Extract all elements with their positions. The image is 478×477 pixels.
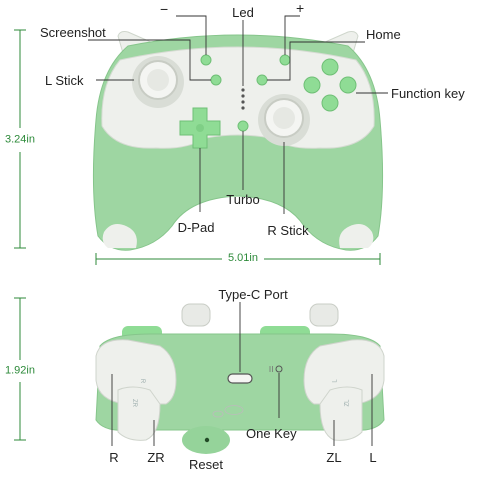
one-key-button [275,365,283,373]
reset-outline-2 [224,405,244,415]
function-key-label: Function key [391,86,465,101]
turbo-label: Turbo [226,192,260,207]
led-3 [241,100,245,104]
type-c-port [227,373,253,384]
reset-label: Reset [189,457,223,472]
depth-dimension: 1.92in [5,364,35,377]
face-button-left [303,76,321,94]
reset-outline-1 [212,410,224,418]
leader-screenshot [88,39,211,81]
l-stick-label: L Stick [45,73,84,88]
zl-label: ZL [326,450,342,465]
right-shoulder-shell [95,339,177,405]
led-2 [241,94,245,98]
leader-minus [176,15,207,55]
face-button-bottom [321,94,339,112]
minus-button [200,54,212,66]
face-button-top [321,58,339,76]
l-label: L [369,450,377,465]
plus-label: + [296,0,305,16]
top-leader-lines [111,302,373,446]
one-key-label: One Key [246,426,297,441]
zr-trigger [117,386,161,441]
r-label: R [109,450,119,465]
zr-label: ZR [147,450,165,465]
d-pad-center [196,124,204,132]
screenshot-label: Screenshot [40,25,106,40]
home-button [256,74,268,86]
trigger-glyph-zr: ZR [131,399,137,407]
left-stick-dimple [147,69,169,91]
led-4 [241,106,245,110]
screenshot-button [210,74,222,86]
turbo-button [237,120,249,132]
top-view-stick-left [181,303,211,327]
front-view [92,31,384,251]
led-label: Led [232,5,254,20]
dimension-lines [14,29,381,441]
front-leader-lines [88,15,388,214]
left-shoulder-shell [303,339,385,405]
top-view-stick-right [309,303,339,327]
d-pad-label: D-Pad [177,220,215,235]
type-c-port-label: Type-C Port [218,287,288,302]
plus-button [279,54,291,66]
reset-hole [204,437,210,443]
leader-home [267,41,365,81]
home-label: Home [366,27,401,42]
top-view [95,303,385,454]
right-paw [339,224,374,248]
right-stick-dimple [273,107,295,129]
minus-label: − [160,1,169,17]
left-paw [102,224,137,248]
height-dimension: 3.24in [5,133,35,146]
trigger-glyph-zl: ZL [344,399,351,407]
trigger-glyph-r: R [139,378,146,384]
r-stick-label: R Stick [267,223,309,238]
trigger-glyph-l: L [332,379,339,383]
leader-plus [284,15,300,55]
led-1 [241,88,245,92]
zl-trigger [319,386,363,441]
width-dimension: 5.01in [228,252,258,264]
face-button-right [339,76,357,94]
